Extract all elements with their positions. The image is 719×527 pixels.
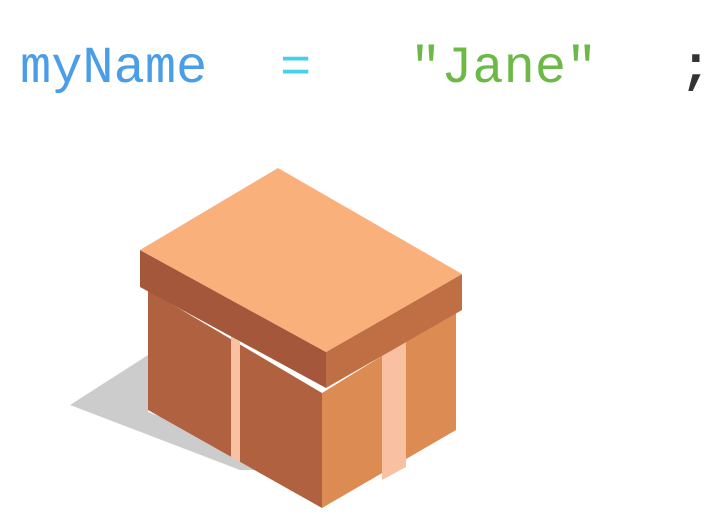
assignment-operator-token: =	[280, 39, 312, 98]
string-literal-token: "Jane"	[410, 39, 598, 98]
box-shadow	[70, 355, 300, 470]
box-lid-right-side	[326, 274, 462, 388]
variable-name-token: myName	[20, 39, 208, 98]
semicolon-token: ;	[680, 39, 712, 98]
box-lid-left-side	[140, 250, 326, 388]
box-tape-stripe-left	[231, 336, 240, 462]
box-tape-stripe-right	[382, 342, 406, 480]
code-line: myName = "Jane" ;	[0, 34, 719, 104]
box-lid-top	[140, 168, 462, 352]
